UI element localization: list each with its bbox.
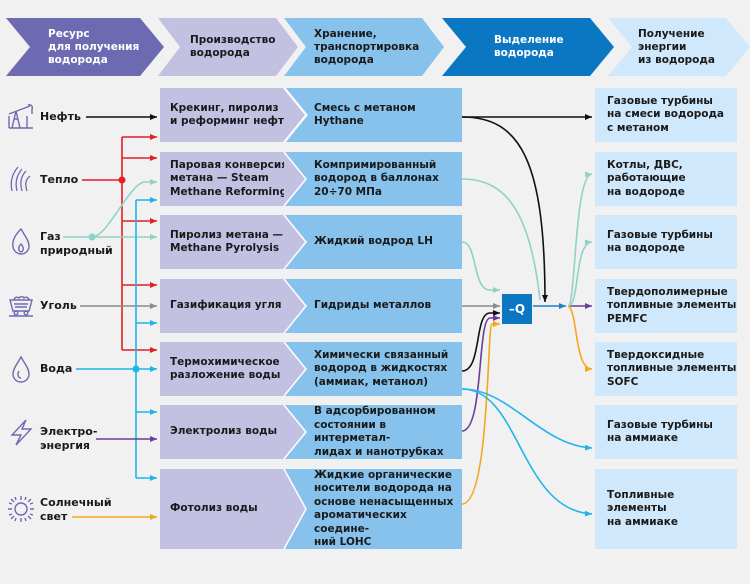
usage-gas-turbine-mix: Газовые турбины на смеси водорода с мета… [595,88,737,142]
production-pyrolysis: Пиролиз метана — Methane Pyrolysis [160,215,300,269]
storage-chemical: Химически связанный водород в жидкостях … [284,342,462,396]
water-drop-icon [6,354,36,384]
usage-label: Газовые турбины на водороде [607,228,713,255]
stage-label: Получение энергии из водорода [638,27,715,66]
usage-label: Газовые турбины на аммиаке [607,418,713,445]
production-label: Электролиз воды [170,425,278,438]
storage-compressed: Компримированный водород в баллонах 20÷7… [284,152,462,206]
stage-resource: Ресурс для получения водорода [6,18,164,76]
resource-coal: Уголь [40,299,77,312]
storage-label: Компримированный водород в баллонах 20÷7… [314,158,439,198]
resource-gas: Газ природный [40,230,113,257]
production-cracking: Крекинг, пиролиз и реформинг нефти [160,88,300,142]
production-thermochemical: Термохимическое разложение воды [160,342,300,396]
stage-energy: Получение энергии из водорода [608,18,750,76]
production-label: Паровая конверсия метана — Steam Methane… [170,158,288,198]
lightning-icon [6,417,36,447]
production-smr: Паровая конверсия метана — Steam Methane… [160,152,300,206]
production-label: Термохимическое разложение воды [170,355,281,382]
usage-boilers: Котлы, ДВС, работающие на водороде [595,152,737,206]
storage-label: Жидкий водрод LH [314,235,433,248]
production-gasification: Газификация угля [160,279,300,333]
resource-sunlight: Солнечный свет [40,496,112,523]
production-electrolysis: Электролиз воды [160,405,300,459]
stage-label: Хранение, транспортировка водорода [314,27,420,66]
production-label: Газификация угля [170,299,282,312]
chevron-shape [608,18,750,76]
usage-sofc: Твердоксидные топливные элементы SOFC [595,342,737,396]
chevron-shape [158,18,298,76]
usage-fuel-cell-ammonia: Топливные элементы на аммиаке [595,469,737,549]
storage-lohc: Жидкие органические носители водорода на… [284,469,462,549]
production-label: Пиролиз метана — Methane Pyrolysis [170,228,284,255]
usage-pemfc: Твердополимерные топливные элементы PEMF… [595,279,737,333]
junction-dot [132,365,140,373]
storage-adsorbed: В адсорбированном состоянии в интерметал… [284,405,462,459]
resource-heat: Тепло [40,173,79,186]
junction-dot [118,176,126,184]
oil-pump-icon [6,102,36,132]
gas-flame-icon [6,226,36,256]
storage-label: Гидриды металлов [314,299,432,312]
chevron-shape [442,18,614,76]
usage-label: Котлы, ДВС, работающие на водороде [607,158,686,198]
storage-liquid: Жидкий водрод LH [284,215,462,269]
storage-label: Смесь с метаном Hythane [314,101,416,128]
chevron-shape [6,18,164,76]
storage-label: Жидкие органические носители водорода на… [314,468,454,549]
stage-separation: Выделение водорода [442,18,614,76]
usage-label: Твердоксидные топливные элементы SOFC [607,348,737,388]
sun-icon [6,494,36,524]
storage-label: В адсорбированном состоянии в интерметал… [314,405,444,458]
stage-storage: Хранение, транспортировка водорода [284,18,444,76]
storage-hythane: Смесь с метаном Hythane [284,88,462,142]
resource-electricity: Электро- энергия [40,425,98,452]
resource-water: Вода [40,362,73,375]
production-photolysis: Фотолиз воды [160,469,300,549]
storage-hydrides: Гидриды металлов [284,279,462,333]
usage-label: Газовые турбины на смеси водорода с мета… [607,94,725,134]
stage-label: Ресурс для получения водорода [48,27,140,66]
usage-gas-turbine-h2: Газовые турбины на водороде [595,215,737,269]
stage-label: Производство водорода [190,34,276,59]
usage-label: Топливные элементы на аммиаке [607,488,678,528]
chevron-shape [284,18,444,76]
storage-label: Химически связанный водород в жидкостях … [314,348,449,388]
production-label: Фотолиз воды [170,502,258,515]
stage-production: Производство водорода [158,18,298,76]
production-label: Крекинг, пиролиз и реформинг нефти [170,101,292,128]
coal-cart-icon [6,290,36,320]
stage-label: Выделение водорода [494,34,564,59]
resource-oil: Нефть [40,110,81,123]
usage-gas-turbine-ammonia: Газовые турбины на аммиаке [595,405,737,459]
heat-flame-icon [6,164,36,194]
heat-release-box: –Q [502,294,532,324]
usage-label: Твердополимерные топливные элементы PEMF… [607,285,737,325]
